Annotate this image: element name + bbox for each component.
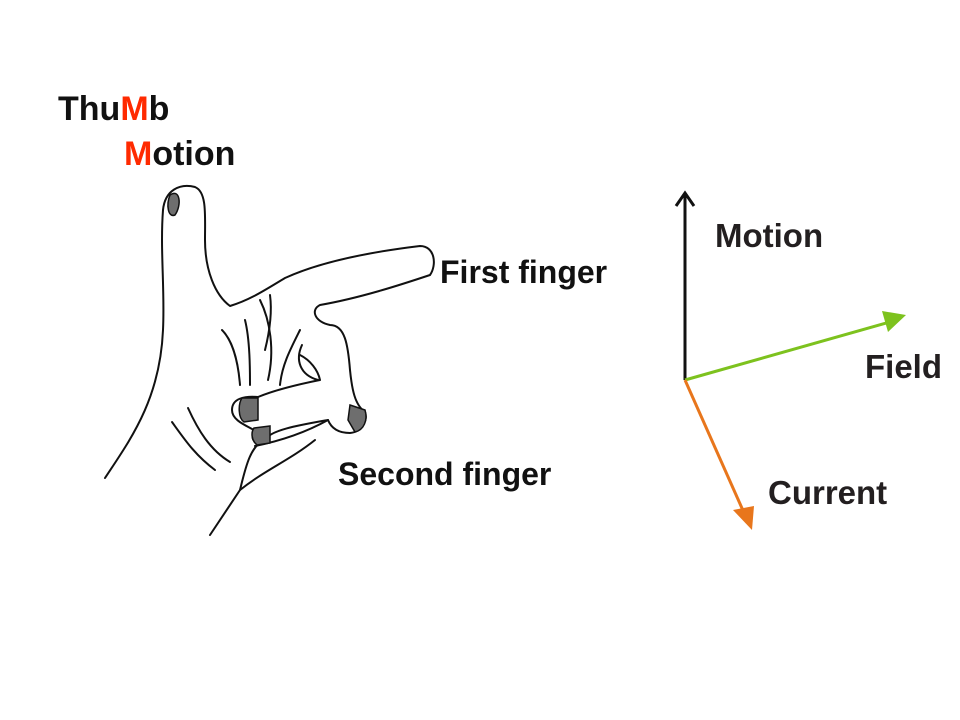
mnemonic-motion-text: otion: [152, 135, 236, 173]
motion-label: Motion: [715, 217, 824, 254]
first-finger-label: First finger: [440, 254, 608, 290]
fingernails: [167, 192, 367, 446]
vector-field: [684, 311, 906, 382]
ring-nail: [238, 397, 259, 423]
mnemonic-motion: Motion: [124, 137, 235, 171]
current-label: Current: [768, 474, 888, 511]
middle-nail: [347, 404, 367, 433]
mnemonic-highlight-m: M: [120, 90, 149, 128]
mnemonic-highlight-m2: M: [124, 135, 153, 173]
thumb-nail: [167, 192, 180, 217]
mnemonic-thumb-text-end: b: [148, 90, 170, 128]
vector-current: [683, 379, 754, 530]
second-finger-label: Second finger: [338, 456, 552, 492]
hand-illustration: [104, 185, 435, 536]
mnemonic-thumb: ThuMb: [58, 92, 169, 126]
vector-motion: [674, 190, 696, 380]
mnemonic-thumb-text: Thu: [58, 90, 121, 128]
pinky-nail: [251, 425, 271, 446]
field-label: Field: [865, 348, 943, 385]
